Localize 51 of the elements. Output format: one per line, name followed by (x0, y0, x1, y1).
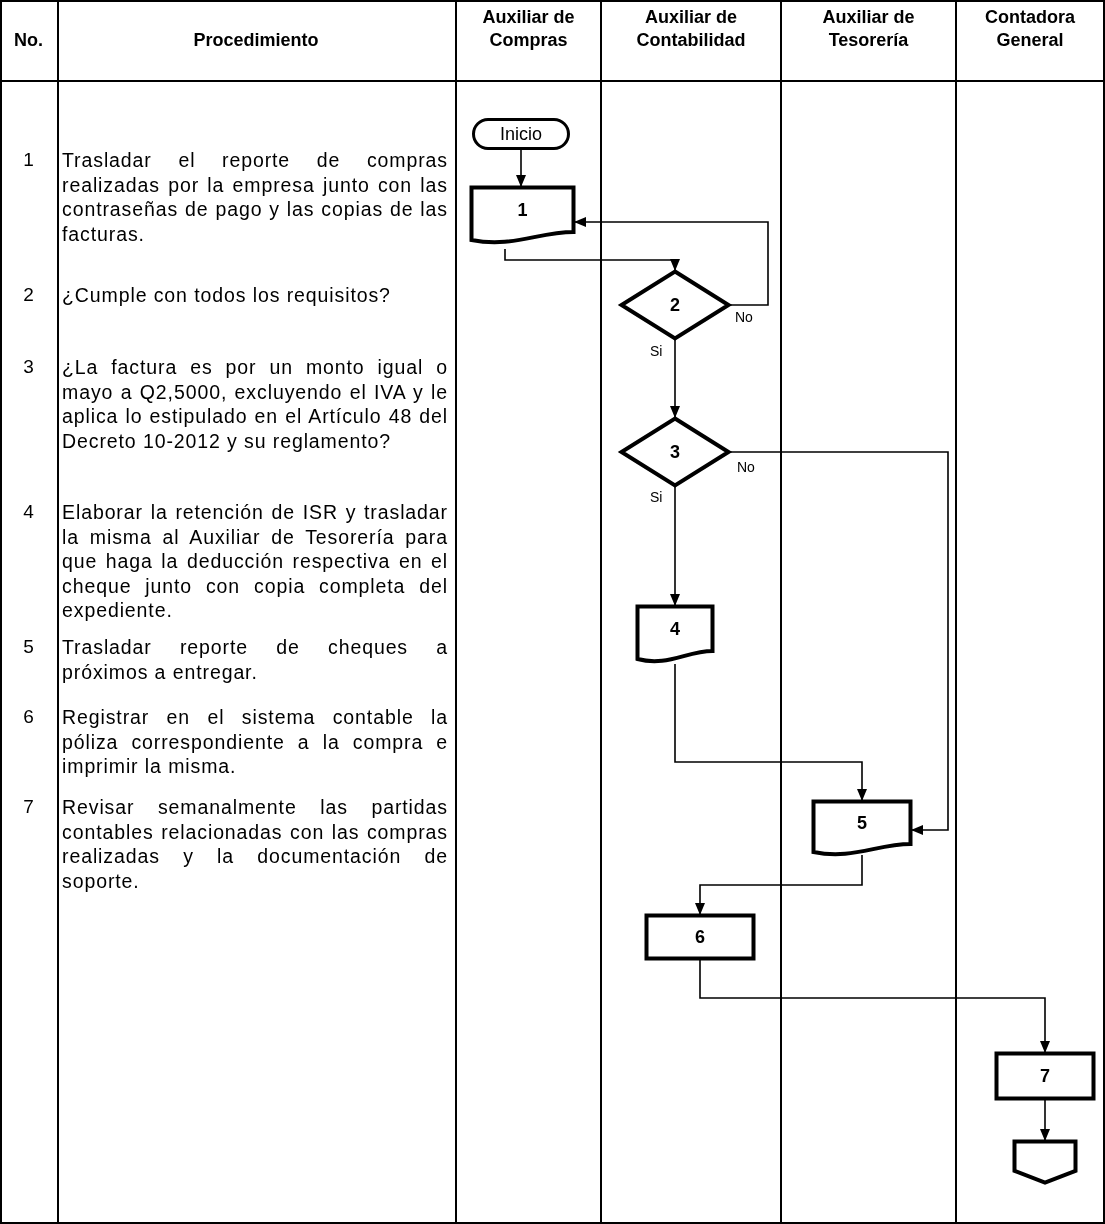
process-box (995, 1052, 1095, 1100)
step-number: 1 (517, 199, 528, 221)
procedure-text: Registrar en el sistema contable la póliza correspondiente a la compra e imprimir la misma. (62, 705, 448, 779)
process-box (645, 914, 755, 960)
step-number: 5 (857, 812, 867, 834)
arrow (504, 248, 680, 271)
step-number: 4 (670, 618, 680, 640)
step-number: 3 (670, 441, 680, 463)
arrow (674, 663, 867, 801)
row-number: 6 (22, 705, 35, 729)
arrow (670, 339, 680, 418)
arrow (695, 854, 863, 915)
lane-header: Auxiliar de Tesorería (821, 6, 916, 52)
lane-header: Auxiliar de Compras (481, 6, 576, 52)
procedure-text: Trasladar el reporte de compras realizadas por la empresa junto con las contraseñas de pago y las copias de las facturas. (62, 148, 448, 247)
off-page-connector (1013, 1140, 1077, 1184)
edge-label: No (735, 309, 753, 325)
decision-diamond (620, 417, 730, 487)
row-number: 5 (22, 635, 35, 659)
row-number: 3 (22, 355, 35, 379)
document-shape (812, 800, 912, 858)
decision-diamond (620, 270, 730, 340)
arrow (699, 959, 1050, 1053)
row-number: 2 (22, 283, 35, 307)
terminator-shape (472, 118, 570, 150)
column-header: No. (13, 28, 44, 52)
row-number: 4 (22, 500, 35, 524)
step-number: 2 (670, 294, 680, 316)
arrow (670, 486, 680, 606)
step-number: 6 (695, 926, 705, 948)
terminator-label: Inicio (500, 123, 542, 145)
step-number: 7 (1040, 1065, 1050, 1087)
row-number: 1 (22, 148, 35, 172)
document-shape (636, 605, 714, 665)
edge-label: Si (650, 489, 663, 505)
edge-label: No (737, 459, 755, 475)
edge-label: Si (650, 343, 663, 359)
lane-header: Contadora General (984, 6, 1076, 52)
procedure-text: Elaborar la retención de ISR y trasladar la misma al Auxiliar de Tesorería para que haga la deducción respectiva en el cheque junto con copia completa del expediente. (62, 500, 448, 623)
arrow (729, 451, 949, 835)
lane-header: Auxiliar de Contabilidad (635, 6, 747, 52)
procedure-text: Trasladar reporte de cheques a próximos a entregar. (62, 635, 448, 685)
procedure-text: Revisar semanalmente las partidas contables relacionadas con las compras realizadas y la documentación de soporte. (62, 795, 448, 894)
document-shape (470, 186, 575, 246)
arrow (1040, 1099, 1050, 1141)
column-header: Procedimiento (192, 28, 320, 52)
row-number: 7 (22, 795, 35, 819)
procedure-text: ¿Cumple con todos los requisitos? (62, 283, 392, 308)
procedure-text: ¿La factura es por un monto igual o mayo a Q2,5000, excluyendo el IVA y le aplica lo estipulado en el Artículo 48 del Decreto 10-2012 y su reglamento? (62, 355, 448, 454)
arrow (574, 217, 769, 306)
arrow (516, 149, 526, 187)
